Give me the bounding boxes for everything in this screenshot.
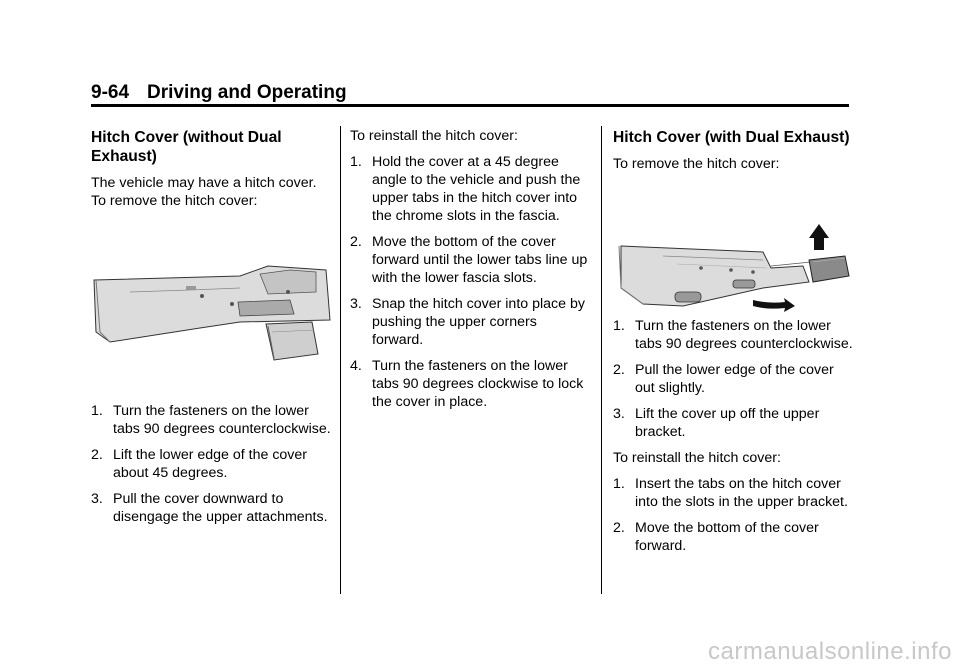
list-item: 2. Pull the lower edge of the cover out s… [613,361,853,397]
step-text: Insert the tabs on the hitch cover into … [635,476,848,510]
step-text: Lift the lower edge of the cover about 4… [113,447,308,481]
header-text: 9-64 Driving and Operating [91,82,347,104]
list-item: 4. Turn the fasteners on the lower tabs 9… [350,357,590,411]
list-item: 1. Turn the fasteners on the lower tabs 9… [613,317,853,353]
watermark: carmanualsonline.info [708,638,952,665]
reinstall-steps: 1. Hold the cover at a 45 degree angle to… [350,153,590,411]
section-heading-without-dual-exhaust: Hitch Cover (without Dual Exhaust) [91,129,282,165]
header-rule [91,104,849,107]
step-number: 2. [613,362,625,378]
chapter-title: Driving and Operating [147,82,347,103]
step-text: Turn the fasteners on the lower tabs 90 … [113,403,331,437]
list-item: 2. Move the bottom of the cover forward u… [350,233,590,287]
page-header: 9-64 Driving and Operating [91,82,849,108]
list-item: 3. Snap the hitch cover into place by pus… [350,295,590,349]
column-3: Hitch Cover (with Dual Exhaust) To remov… [613,128,853,563]
section-heading-with-dual-exhaust: Hitch Cover (with Dual Exhaust) [613,129,850,146]
step-number: 1. [91,403,103,419]
step-text: Pull the lower edge of the cover out sli… [635,362,834,396]
bumper-illustration-with-dual-exhaust [613,222,853,318]
step-text: Pull the cover downward to disengage the… [113,491,328,525]
list-item: 2. Move the bottom of the cover forward. [613,519,853,555]
list-item: 3. Pull the cover downward to disengage t… [91,490,331,526]
step-number: 1. [613,476,625,492]
up-arrow-icon [809,224,829,250]
step-text: Turn the fasteners on the lower tabs 90 … [635,318,853,352]
step-text: Move the bottom of the cover forward. [635,520,819,554]
list-item: 1. Hold the cover at a 45 degree angle to… [350,153,590,225]
list-item: 1. Turn the fasteners on the lower tabs 9… [91,402,331,438]
list-item: 2. Lift the lower edge of the cover about… [91,446,331,482]
reinstall-intro: To reinstall the hitch cover: [613,450,781,466]
section-number: 9-64 [91,82,130,103]
bumper-illustration-without-dual-exhaust [90,262,332,370]
step-number: 1. [350,154,362,170]
step-text: Lift the cover up off the upper bracket. [635,406,820,440]
step-text: Move the bottom of the cover forward unt… [372,234,588,286]
list-item: 3. Lift the cover up off the upper bracke… [613,405,853,441]
column-divider-2 [601,126,602,594]
intro-text: The vehicle may have a hitch cover. To r… [91,175,317,209]
column-1: Hitch Cover (without Dual Exhaust) The v… [91,128,331,534]
intro-text: To remove the hitch cover: [613,156,780,172]
reinstall-steps: 1. Insert the tabs on the hitch cover int… [613,475,853,555]
step-number: 3. [91,491,103,507]
step-text: Turn the fasteners on the lower tabs 90 … [372,358,584,410]
step-text: Snap the hitch cover into place by pushi… [372,296,585,348]
step-number: 2. [613,520,625,536]
step-text: Hold the cover at a 45 degree angle to t… [372,154,581,224]
column-divider-1 [340,126,341,594]
step-number: 4. [350,358,362,374]
step-number: 1. [613,318,625,334]
forward-arrow-icon [753,298,795,312]
list-item: 1. Insert the tabs on the hitch cover int… [613,475,853,511]
step-number: 2. [350,234,362,250]
removal-steps: 1. Turn the fasteners on the lower tabs 9… [613,317,853,441]
removal-steps: 1. Turn the fasteners on the lower tabs 9… [91,402,331,526]
step-number: 2. [91,447,103,463]
reinstall-intro: To reinstall the hitch cover: [350,128,518,144]
column-2: To reinstall the hitch cover: 1. Hold the… [350,127,590,419]
step-number: 3. [350,296,362,312]
step-number: 3. [613,406,625,422]
